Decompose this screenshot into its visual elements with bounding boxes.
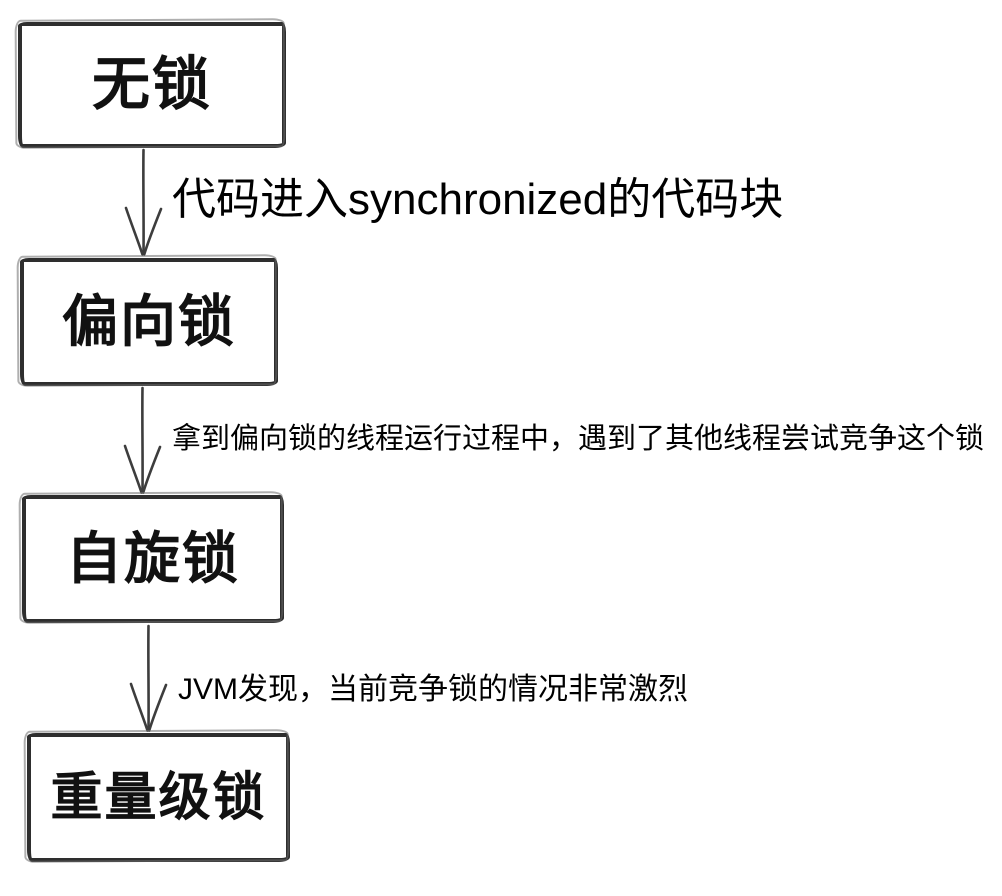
edge-label-contention: 拿到偏向锁的线程运行过程中，遇到了其他线程尝试竞争这个锁 <box>172 423 985 455</box>
edge-label-jvm-intense: JVM发现，当前竞争锁的情况非常激烈 <box>178 673 688 706</box>
down-arrow-icon <box>124 148 163 256</box>
node-heavyweight-lock-label: 重量级锁 <box>50 768 267 827</box>
node-spin-lock: 自旋锁 <box>22 495 284 623</box>
edge-label-synchronized: 代码进入synchronized的代码块 <box>172 175 784 224</box>
node-spin-lock-label: 自旋锁 <box>66 527 240 590</box>
node-biased-lock: 偏向锁 <box>20 258 278 386</box>
down-arrow-icon <box>123 386 162 494</box>
down-arrow-icon <box>129 624 168 732</box>
node-no-lock: 无锁 <box>18 22 286 148</box>
node-heavyweight-lock: 重量级锁 <box>27 733 290 862</box>
node-biased-lock-label: 偏向锁 <box>62 290 236 353</box>
node-no-lock-label: 无锁 <box>91 52 212 117</box>
